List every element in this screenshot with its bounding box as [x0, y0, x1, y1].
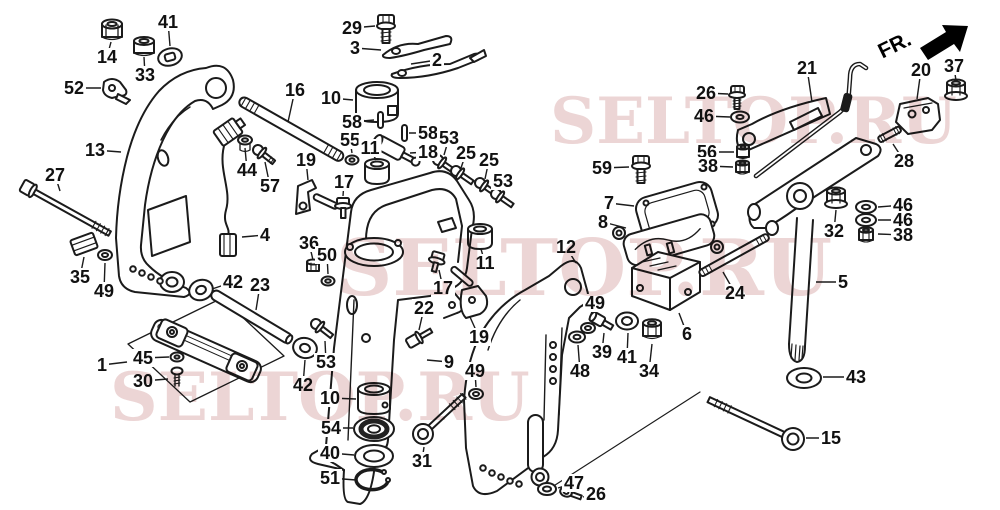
part-1-anode-plate-assembly — [127, 297, 285, 403]
part-51-circlip — [354, 467, 391, 492]
part-24-stud-rod — [698, 233, 770, 277]
part-32-nut — [824, 186, 848, 209]
part-31-bolt — [412, 392, 467, 445]
part-37-nut — [944, 78, 968, 101]
part-58-pin-a — [377, 111, 384, 129]
part-41-washer-a — [157, 47, 183, 67]
part-23-tube — [210, 289, 294, 345]
part-5-swivel-arm-shaft — [747, 137, 882, 363]
part-4-sensor-cable — [212, 117, 247, 257]
part-22-bolt — [405, 327, 434, 349]
part-54-bearing — [353, 416, 395, 442]
part-46-washer-a — [730, 110, 750, 124]
part-44-nut — [237, 134, 253, 153]
part-26-bolt-a — [728, 85, 746, 110]
part-52-clamp — [102, 78, 131, 105]
part-47-washer — [537, 482, 557, 496]
part-57-bolt — [252, 144, 277, 166]
part-46-washer-b — [855, 200, 877, 214]
part-11-bushing-a — [364, 158, 390, 185]
part-28-stud — [877, 125, 902, 143]
part-35-spacer — [69, 231, 99, 257]
part-58-pin-b — [401, 124, 408, 142]
fr-arrow-icon — [920, 25, 968, 60]
part-11-bushing-b — [467, 223, 493, 250]
part-42-grommet-b — [292, 336, 318, 360]
part-56-collar — [736, 143, 750, 160]
part-49-washer-b — [468, 388, 484, 400]
part-55-washer — [344, 154, 360, 166]
part-3-friction-plate — [381, 35, 453, 59]
part-34-lock-nut — [642, 318, 662, 340]
part-49-washer-c — [580, 322, 596, 334]
part-38-nut-a — [735, 159, 750, 175]
part-59-bolt — [631, 155, 651, 184]
part-21-steering-rod — [735, 61, 869, 179]
part-41-ring-b — [615, 311, 639, 331]
part-33-bushing — [133, 36, 155, 57]
part-42-grommet-a — [188, 278, 214, 302]
part-17-bolt-b — [427, 250, 446, 274]
part-14-nut — [101, 18, 123, 41]
part-16-tilt-rod — [238, 96, 345, 162]
part-20-bracket — [895, 97, 941, 135]
part-6-mount-bracket — [631, 241, 701, 311]
part-19-clamp-b — [450, 265, 489, 319]
part-27-anchor-bolt — [18, 179, 112, 237]
part-38-nut-b — [858, 226, 874, 243]
part-45-washer — [169, 351, 185, 363]
part-25-bolt-a — [450, 165, 475, 186]
part-53-bolt-b — [490, 188, 515, 209]
part-29-flange-bolt — [376, 14, 396, 44]
part-48-washer — [568, 330, 586, 344]
part-10-upper-bushing — [355, 81, 399, 123]
part-10-lower-bushing — [357, 382, 391, 415]
part-36-nut — [306, 258, 320, 272]
part-26-bolt-b — [559, 486, 583, 501]
part-46-washer-c — [855, 213, 877, 227]
part-30-screw — [170, 366, 184, 387]
part-12-stern-bracket-right — [463, 260, 590, 496]
part-53-bolt-c — [310, 318, 335, 340]
part-40-washer — [354, 444, 394, 468]
part-19-clamp-a — [295, 179, 339, 215]
part-17-bolt-a — [334, 197, 352, 219]
part-49-washer-a — [97, 249, 113, 261]
part-13-stern-bracket-left — [115, 64, 235, 298]
part-15-pivot-bolt — [551, 391, 805, 488]
part-43-washer — [786, 367, 822, 389]
part-50-washer — [320, 275, 336, 287]
